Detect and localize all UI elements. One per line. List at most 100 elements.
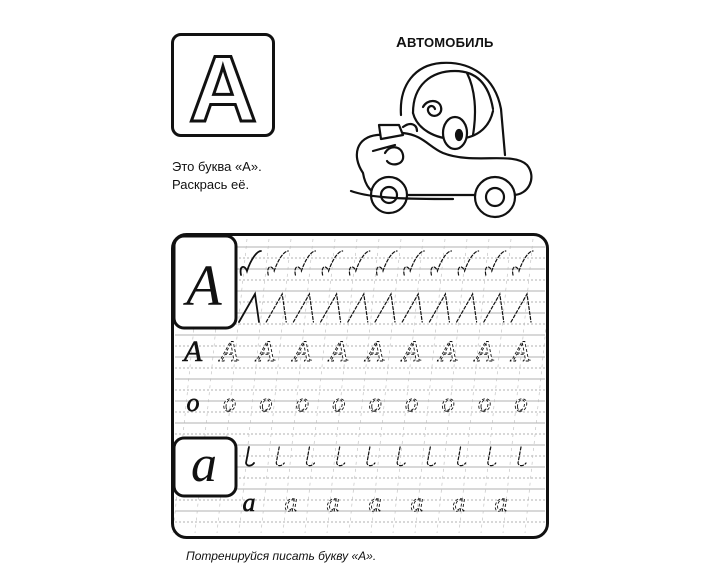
practice-glyph-stroke-short <box>305 446 316 467</box>
practice-glyph-stroke-hook <box>484 250 507 276</box>
practice-letter: o <box>515 388 528 417</box>
practice-glyph-stroke-hook <box>430 250 452 276</box>
caption-line-2: Раскрась её. <box>172 177 250 192</box>
practice-glyph-stroke-caret <box>456 292 478 323</box>
slant-guide <box>480 238 512 534</box>
uppercase-sample-box <box>172 234 238 330</box>
practice-letter: A <box>510 335 531 368</box>
practice-letter: A <box>255 335 276 368</box>
practice-glyph-small-a: a <box>284 488 298 518</box>
practice-glyph-stroke-hook <box>403 250 425 276</box>
practice-letter: o <box>187 388 200 417</box>
slant-guide <box>304 238 336 534</box>
practice-letter: A <box>364 335 385 368</box>
practice-stroke <box>517 446 527 467</box>
practice-letter: o <box>369 388 382 417</box>
practice-letter: a <box>285 488 298 517</box>
practice-stroke <box>374 292 396 323</box>
practice-glyph-letter-o: o <box>186 388 200 418</box>
practice-letter: o <box>405 388 418 417</box>
practice-stroke <box>239 250 262 276</box>
practice-stroke <box>510 292 532 323</box>
practice-glyph-letter-o: o <box>332 388 346 418</box>
practice-glyph-small-a: a <box>410 488 424 518</box>
practice-stroke <box>321 250 344 276</box>
practice-glyph-stroke-caret <box>265 292 287 323</box>
practice-glyph-stroke-short <box>336 446 346 467</box>
practice-stroke <box>245 446 255 467</box>
practice-stroke <box>457 250 480 276</box>
practice-glyph-stroke-caret <box>374 292 396 323</box>
practice-glyph-capital-a: A <box>218 335 240 369</box>
practice-glyph-stroke-caret <box>428 292 450 323</box>
practice-glyph-stroke-caret <box>347 292 369 323</box>
practice-stroke <box>348 250 371 276</box>
practice-letter: a <box>411 488 424 517</box>
practice-letter: A <box>328 335 349 368</box>
practice-stroke <box>426 446 436 467</box>
practice-glyph-stroke-caret <box>401 292 423 323</box>
practice-letter: o <box>442 388 455 417</box>
practice-glyph-small-a: a <box>452 488 466 518</box>
practice-stroke <box>430 250 452 276</box>
practice-stroke <box>484 250 507 276</box>
practice-stroke <box>512 250 534 276</box>
practice-glyph-stroke-short <box>426 446 436 467</box>
practice-letter: o <box>296 388 309 417</box>
practice-glyph-stroke-hook <box>512 250 534 276</box>
practice-glyph-capital-a: A <box>182 335 204 369</box>
practice-stroke <box>265 292 287 323</box>
slant-guide <box>348 238 380 534</box>
slant-guide <box>392 238 424 534</box>
practice-glyph-letter-o: o <box>478 388 492 418</box>
practice-letter: o <box>332 388 345 417</box>
practice-glyph-stroke-short <box>487 446 497 467</box>
lowercase-sample-box <box>172 436 238 498</box>
practice-glyph-capital-a: A <box>473 335 495 369</box>
practice-glyph-small-a: a <box>326 488 340 518</box>
practice-glyph-stroke-caret <box>320 292 342 323</box>
practice-stroke <box>336 446 346 467</box>
practice-stroke <box>456 292 478 323</box>
practice-glyph-letter-o: o <box>514 388 528 418</box>
uppercase-sample-letter: A <box>182 253 222 318</box>
practice-glyph-stroke-caret <box>483 292 505 323</box>
caption-line-1: Это буква «А». <box>172 159 262 174</box>
practice-letter: a <box>243 488 256 517</box>
slant-guide <box>458 238 490 534</box>
car-icon <box>349 61 533 219</box>
practice-glyph-capital-a: A <box>327 335 349 369</box>
practice-letter: A <box>401 335 422 368</box>
practice-glyph-stroke-hook <box>321 250 344 276</box>
practice-glyph-stroke-hook <box>294 250 316 276</box>
practice-glyph-stroke-hook <box>267 250 289 276</box>
practice-stroke <box>487 446 497 467</box>
practice-glyph-small-a: a <box>368 488 382 518</box>
practice-glyph-small-a: a <box>242 488 256 518</box>
practice-glyph-small-a: a <box>494 488 508 518</box>
practice-stroke <box>267 250 289 276</box>
slant-guide <box>370 238 402 534</box>
practice-glyph-stroke-caret <box>238 291 260 323</box>
practice-glyph-stroke-hook <box>348 250 371 276</box>
practice-letter: A <box>437 335 458 368</box>
practice-glyph-stroke-short <box>456 446 467 467</box>
practice-stroke <box>366 446 376 467</box>
practice-glyph-stroke-short <box>275 446 285 467</box>
practice-stroke <box>320 292 342 323</box>
svg-text:A: A <box>189 36 257 134</box>
lowercase-sample-letter: a <box>191 436 217 493</box>
slant-guide <box>260 238 292 534</box>
practice-letter: o <box>259 388 272 417</box>
practice-stroke <box>401 292 423 323</box>
practice-stroke <box>275 446 285 467</box>
practice-letter: A <box>182 335 203 368</box>
practice-glyph-capital-a: A <box>436 335 458 369</box>
practice-stroke <box>483 292 505 323</box>
car-title-rest: ВТОМОБИЛЬ <box>407 35 494 50</box>
practice-stroke <box>396 446 406 467</box>
practice-glyph-stroke-caret <box>292 292 314 323</box>
slant-guide <box>436 238 468 534</box>
